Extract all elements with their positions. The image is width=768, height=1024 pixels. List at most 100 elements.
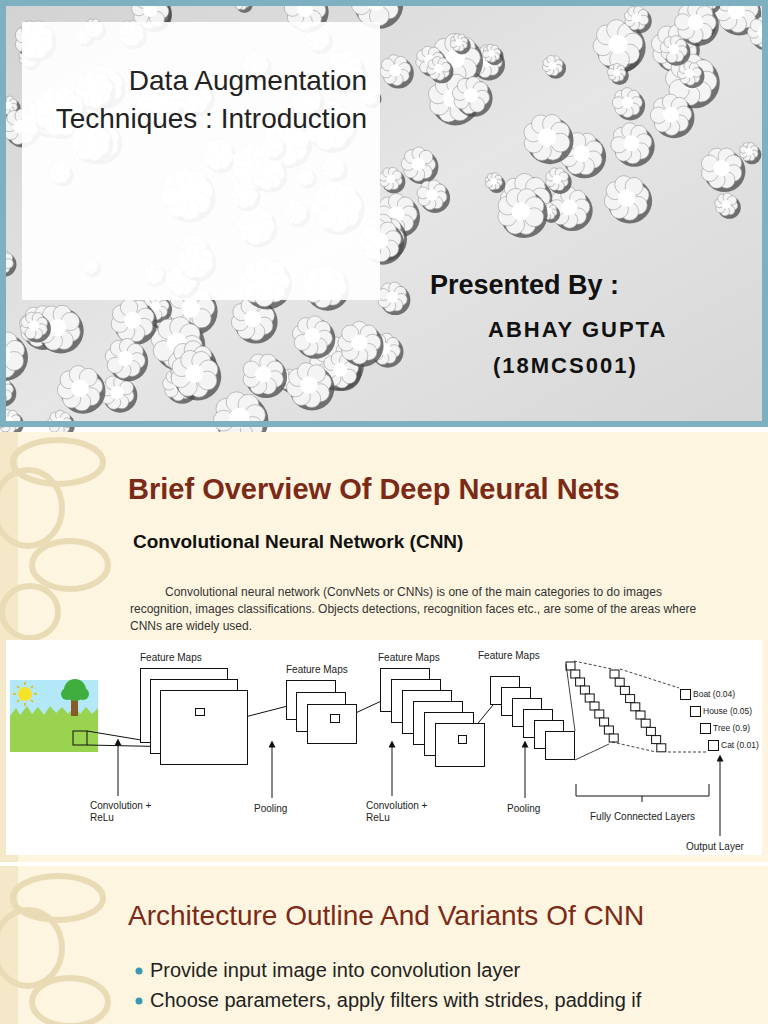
output-box <box>690 706 701 717</box>
snowy-tree <box>105 338 148 381</box>
snowy-tree <box>701 148 745 192</box>
input-image <box>34 693 37 695</box>
snowy-tree <box>338 321 384 367</box>
bracket <box>576 784 709 796</box>
snowy-tree <box>715 193 741 219</box>
snowy-tree <box>713 160 729 176</box>
snowy-tree <box>292 316 335 359</box>
feature-maps-label: Feature Maps <box>286 664 348 676</box>
title-panel <box>22 22 380 300</box>
output-box <box>700 723 711 734</box>
snowy-tree <box>333 363 347 377</box>
cream-slide <box>0 432 768 862</box>
snowy-tree <box>512 202 530 220</box>
snowy-tree <box>110 386 123 399</box>
snowy-tree <box>401 147 438 184</box>
input-image <box>73 731 87 745</box>
dashed-connection <box>574 661 707 752</box>
feature-map-stack: Feature Maps <box>140 652 248 765</box>
layer-label: Fully Connected Layers <box>590 810 695 823</box>
snowy-tree <box>185 365 203 383</box>
fully-connected-layer <box>620 686 629 694</box>
diagram-panel <box>6 640 762 855</box>
dashed-connection <box>620 669 679 688</box>
class-probability: Tree (0.9) <box>713 723 750 734</box>
fully-connected-layer <box>566 662 666 752</box>
snowy-tree <box>49 319 67 337</box>
snowy-tree <box>546 168 572 194</box>
bullet-dot <box>136 968 143 1005</box>
fully-connected-layer <box>641 719 650 727</box>
filter-window <box>195 708 205 716</box>
snowy-tree <box>255 366 271 382</box>
layer-label: Output Layer <box>686 840 744 853</box>
snowy-tree <box>549 61 557 69</box>
snowy-tree <box>386 174 395 183</box>
snowy-tree <box>618 189 635 206</box>
snowy-tree <box>593 20 646 73</box>
fully-connected-layer <box>609 734 618 742</box>
diagram-panel <box>6 640 762 855</box>
snowy-tree <box>490 178 497 185</box>
cream-slide <box>2 586 58 638</box>
snowy-tree <box>538 128 556 146</box>
fully-connected-layer <box>595 710 604 718</box>
snowy-tree <box>622 97 634 109</box>
snowy-tree <box>244 310 261 327</box>
snow-photo <box>0 0 768 447</box>
projection-line <box>357 702 380 713</box>
flatten-line <box>566 664 575 731</box>
snowy-tree <box>0 0 768 447</box>
snowy-tree <box>450 34 471 55</box>
output-class: Boat (0.04) <box>680 689 735 700</box>
input-image <box>31 686 33 688</box>
cream-slide <box>0 910 62 986</box>
class-probability: Cat (0.01) <box>721 740 759 751</box>
feature-map <box>435 723 485 767</box>
cream-slide <box>0 866 768 1024</box>
feature-map-stack: Feature Maps <box>478 650 575 760</box>
feature-map <box>545 731 575 760</box>
dashed-connection <box>612 742 656 752</box>
snowy-tree <box>485 173 505 193</box>
snowy-tree <box>412 157 425 170</box>
cream-slide <box>32 541 108 589</box>
snowy-tree <box>607 63 629 85</box>
snowy-tree <box>305 328 321 344</box>
snowy-tree <box>389 64 401 76</box>
snowy-tree <box>675 2 719 46</box>
snowy-tree <box>668 44 679 55</box>
cream-slide <box>13 876 103 920</box>
fully-connected-layer <box>580 686 589 694</box>
bullet-dot <box>136 998 143 1005</box>
snowy-tree <box>434 64 443 73</box>
snowy-tree <box>35 305 83 353</box>
dashed-connection <box>574 661 612 669</box>
feature-maps-label: Feature Maps <box>378 652 440 664</box>
snowy-tree <box>498 188 548 238</box>
snowy-tree <box>549 187 593 231</box>
projection-line <box>248 706 286 716</box>
snowy-tree <box>524 115 574 165</box>
snowy-tree <box>452 77 492 117</box>
snowy-tree <box>624 6 651 33</box>
snowy-tree <box>561 200 577 216</box>
snowy-tree <box>243 354 287 398</box>
snowy-tree <box>287 363 335 411</box>
body-paragraph: Convolutional neural network (ConvNets o… <box>130 584 725 635</box>
snowy-tree <box>687 14 703 30</box>
fully-connected-layer <box>576 678 585 686</box>
output-class: Tree (0.9) <box>700 723 750 734</box>
cream-slide <box>0 470 62 546</box>
fully-connected-layer <box>604 726 613 734</box>
input-image <box>77 688 89 700</box>
bullet-dot <box>136 968 143 975</box>
snowy-tree <box>745 148 752 155</box>
snowy-tree <box>632 13 642 23</box>
pointer-arrow <box>392 744 393 796</box>
fully-connected-layer <box>590 702 599 710</box>
presenter-name: ABHAY GUPTA <box>488 316 667 344</box>
fully-connected-layer <box>600 718 609 726</box>
